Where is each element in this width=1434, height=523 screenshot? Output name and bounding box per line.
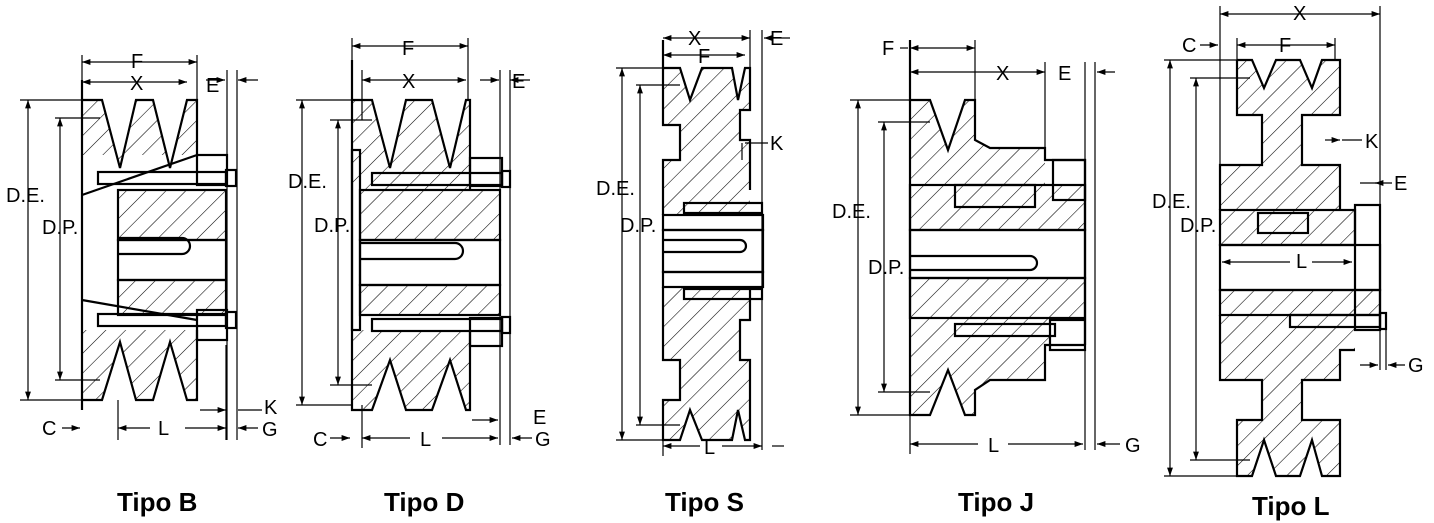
tipo-l-label-c: C	[1182, 35, 1196, 57]
tipo-b-upper-bushing	[118, 190, 226, 240]
tipo-d-caption: Tipo D	[384, 487, 464, 517]
tipo-b-label-dp: D.P.	[42, 217, 78, 239]
tipo-b-label-e: E	[206, 75, 219, 97]
diagram-tipo-b: F X E D.E. D.P. C L K G Tipo B	[6, 51, 278, 517]
tipo-l-label-x: X	[1293, 3, 1306, 25]
tipo-d-label-l: L	[420, 429, 431, 451]
tipo-l-caption: Tipo L	[1252, 491, 1330, 521]
tipo-d-label-e: E	[512, 71, 525, 93]
tipo-s-label-k: K	[770, 133, 784, 155]
tipo-j-key-block	[953, 183, 1037, 209]
tipo-b-label-x: X	[130, 73, 143, 95]
tipo-b-upper-flange	[195, 153, 229, 187]
tipo-b-caption: Tipo B	[117, 487, 197, 517]
tipo-j-label-f: F	[882, 38, 894, 60]
diagram-tipo-l: X C F K E D.E. D.P. L G Tipo L	[1152, 3, 1424, 521]
tipo-j-label-x: X	[996, 63, 1009, 85]
tipo-d-label-f: F	[402, 38, 414, 60]
tipo-l-label-dp: D.P.	[1180, 215, 1216, 237]
tipo-b-label-de: D.E.	[6, 185, 45, 207]
tipo-l-upper-bushing	[1220, 210, 1355, 245]
diagram-tipo-d: F X E D.E. D.P. C L E G Tipo D	[288, 38, 551, 517]
tipo-l-label-g: G	[1408, 355, 1424, 377]
tipo-s-caption: Tipo S	[665, 487, 744, 517]
tipo-l-label-e: E	[1394, 173, 1407, 195]
tipo-b-label-g: G	[262, 419, 278, 441]
tipo-l-label-de: D.E.	[1152, 191, 1191, 213]
tipo-s-upper-bushing	[661, 213, 765, 232]
tipo-j-lower-bushing	[910, 278, 1085, 318]
tipo-b-bore	[116, 238, 228, 282]
tipo-s-label-e: E	[770, 28, 783, 50]
tipo-d-label-c: C	[313, 429, 327, 451]
tipo-b-upper-rim-section	[82, 100, 197, 168]
tipo-d-label-de: D.E.	[288, 171, 327, 193]
diagram-tipo-s: X F E K D.E. D.P. L Tipo S	[596, 28, 790, 517]
tipo-d-label-g: G	[535, 429, 551, 451]
tipo-b-upper-rim-outline	[81, 98, 199, 197]
diagram-tipo-j: F X E D.E. D.P. L G Tipo J	[832, 38, 1141, 517]
tipo-j-label-de: D.E.	[832, 201, 871, 223]
tipo-s-label-l: L	[704, 437, 715, 459]
tipo-d-lower-bushing	[360, 285, 500, 315]
tipo-d-hub-face	[350, 148, 362, 332]
tipo-b-label-k: K	[264, 397, 278, 419]
tipo-b-keyway	[118, 236, 192, 256]
tipo-d-label-x: X	[402, 71, 415, 93]
tipo-l-label-l: L	[1296, 251, 1307, 273]
tipo-d-label-e-lower: E	[533, 407, 546, 429]
tipo-l-lower-bushing	[1220, 290, 1380, 315]
tipo-s-lower-bushing	[661, 270, 765, 289]
tipo-j-label-e: E	[1058, 63, 1071, 85]
tipo-l-label-k: K	[1365, 131, 1379, 153]
tipo-j-caption: Tipo J	[958, 487, 1034, 517]
tipo-s-label-x: X	[688, 28, 701, 50]
tipo-b-lower-rim-section	[82, 330, 197, 400]
tipo-b-label-l: L	[158, 418, 169, 440]
tipo-b-label-f: F	[131, 51, 143, 73]
tipo-j-upper-rim-outline	[908, 40, 1087, 345]
tipo-l-label-f: F	[1279, 35, 1291, 57]
tipo-s-upper-rim-outline	[661, 40, 752, 215]
tipo-d-upper-bushing	[360, 190, 500, 240]
tipo-d-bore	[358, 238, 502, 287]
tipo-b-label-c: C	[42, 418, 56, 440]
tipo-j-label-dp: D.P.	[868, 257, 904, 279]
tipo-j-label-l: L	[988, 435, 999, 457]
tipo-s-label-f: F	[698, 46, 710, 68]
tipo-l-key-block	[1256, 211, 1310, 235]
tipo-j-screw	[953, 322, 1057, 338]
tipo-d-lower-screw	[370, 317, 504, 333]
tipo-d-upper-rim-outline	[352, 98, 472, 190]
tipo-s-label-de: D.E.	[596, 178, 635, 200]
tipo-s-label-dp: D.P.	[620, 215, 656, 237]
tipo-j-label-g: G	[1125, 435, 1141, 457]
tipo-d-label-dp: D.P.	[314, 215, 350, 237]
tipo-l-upper-rim-outline	[1218, 58, 1342, 210]
